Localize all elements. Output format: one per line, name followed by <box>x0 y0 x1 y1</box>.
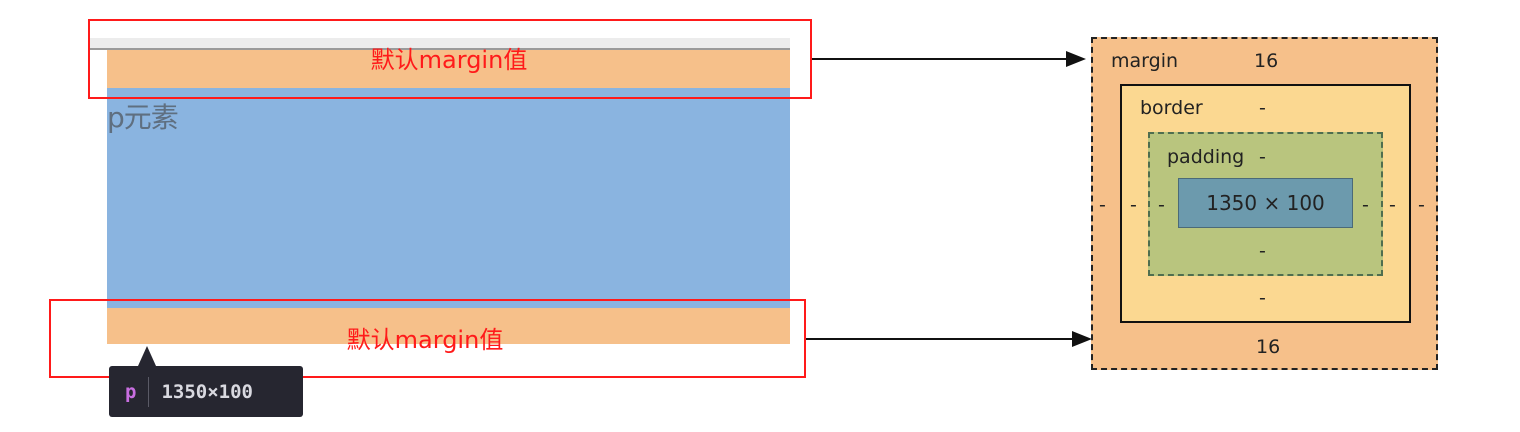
box-model-padding-label: padding <box>1167 146 1245 168</box>
box-model-margin-left-value[interactable]: - <box>1099 194 1106 216</box>
margin-highlight-top <box>107 50 790 88</box>
box-model-border-left-value[interactable]: - <box>1130 194 1137 216</box>
p-element-content-highlight[interactable] <box>107 88 790 308</box>
box-model-content[interactable]: 1350 × 100 <box>1178 178 1353 228</box>
box-model-margin-label: margin <box>1111 50 1179 72</box>
box-model-border-label: border <box>1140 97 1203 119</box>
arrow-bottom-head-icon <box>1072 331 1092 347</box>
tooltip-tag-name: p <box>125 380 137 403</box>
annotation-label-top: 默认margin值 <box>370 46 528 74</box>
arrow-top-head-icon <box>1066 51 1086 67</box>
box-model-margin-right-value[interactable]: - <box>1418 194 1425 216</box>
box-model-border-right-value[interactable]: - <box>1389 194 1396 216</box>
margin-highlight-bottom <box>107 308 790 344</box>
box-model-border-top-value[interactable]: - <box>1259 97 1266 119</box>
tooltip-caret-icon <box>138 346 156 366</box>
box-model-content-size: 1350 × 100 <box>1206 191 1325 215</box>
box-model-padding-bottom-value[interactable]: - <box>1259 240 1266 262</box>
box-model-margin-top-value[interactable]: 16 <box>1254 50 1279 72</box>
box-model-padding-left-value[interactable]: - <box>1158 194 1165 216</box>
tooltip-dimensions: 1350×100 <box>161 380 253 403</box>
box-model-padding-top-value[interactable]: - <box>1259 146 1266 168</box>
p-element-text: p元素 <box>107 101 179 134</box>
tooltip-divider <box>148 376 150 407</box>
annotation-frame-top <box>88 19 812 99</box>
element-size-tooltip: p 1350×100 <box>109 366 303 417</box>
box-model-padding-right-value[interactable]: - <box>1362 194 1369 216</box>
box-model-margin-bottom-value[interactable]: 16 <box>1256 336 1281 358</box>
annotation-frame-bottom <box>49 299 806 378</box>
page-top-divider <box>90 48 790 50</box>
box-model-border-bottom-value[interactable]: - <box>1259 287 1266 309</box>
annotation-label-bottom: 默认margin值 <box>346 326 504 354</box>
page-top-strip <box>90 38 790 49</box>
